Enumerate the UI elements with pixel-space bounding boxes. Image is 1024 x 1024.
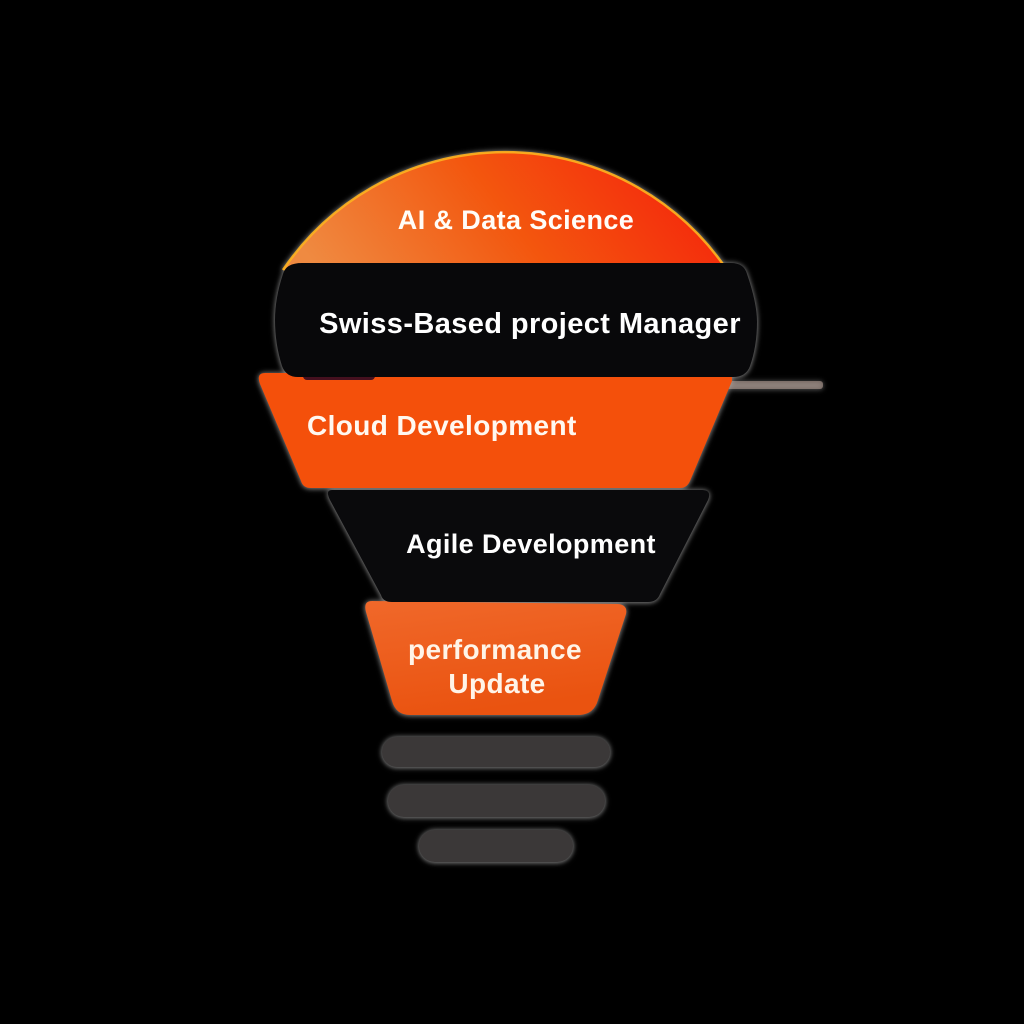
screw-bar-2 — [388, 785, 605, 817]
segment-label-swiss: Swiss-Based project Manager — [319, 308, 741, 340]
segment-label-cloud: Cloud Development — [307, 410, 577, 441]
segment-label-performance-line2: Update — [448, 668, 545, 699]
dome-rim-highlight-icon — [281, 150, 729, 271]
bulb-dome — [283, 152, 727, 270]
segment-performance-update — [365, 601, 627, 715]
segment-label-agile: Agile Development — [406, 529, 656, 559]
bulb-base — [382, 737, 610, 862]
dome-label: AI & Data Science — [398, 205, 634, 235]
screw-bar-1 — [382, 737, 610, 767]
segment-swiss-based-project-manager — [275, 263, 757, 377]
segment-label-performance-line1: performance — [408, 634, 582, 665]
segment-cloud-development — [258, 373, 733, 488]
screw-bar-3 — [419, 830, 573, 862]
shadow-artifact — [726, 381, 823, 389]
segment-agile-development — [327, 490, 710, 602]
